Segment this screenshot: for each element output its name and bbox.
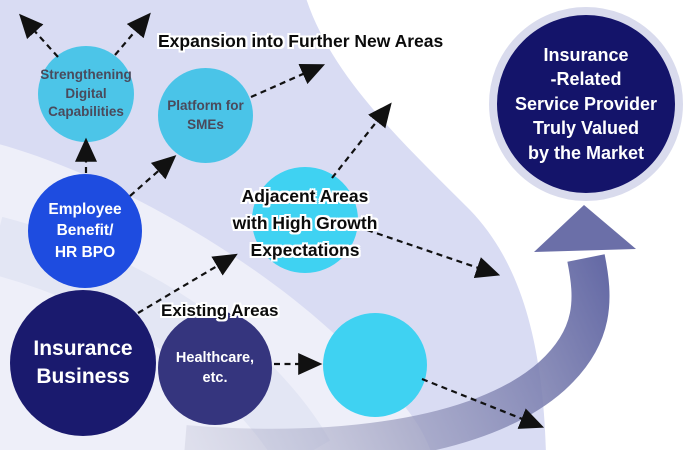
circle-adjacent-growth-area bbox=[252, 167, 358, 273]
circle-platform-smes: Platform for SMEs bbox=[158, 68, 253, 163]
expansion-title: Expansion into Further New Areas bbox=[158, 31, 444, 51]
circle-insurance-business: Insurance Business bbox=[10, 290, 156, 436]
curved-growth-arrow-head bbox=[534, 205, 636, 252]
circle-goal-insurance-related: Insurance -Related Service Provider Trul… bbox=[489, 7, 683, 201]
insurance-business-label: Insurance Business bbox=[33, 337, 133, 388]
employee-label: Employee Benefit/ HR BPO bbox=[48, 200, 122, 261]
goal-label: Insurance -Related Service Provider Trul… bbox=[514, 44, 658, 163]
platform-label: Platform for SMEs bbox=[167, 97, 244, 132]
circle-further-new-area bbox=[323, 313, 427, 417]
strengthening-label: Strengthening Digital Capabilities bbox=[40, 67, 132, 120]
existing-areas-label: Existing Areas bbox=[161, 301, 279, 320]
circle-strengthening-digital: Strengthening Digital Capabilities bbox=[38, 46, 134, 142]
adjacent-areas-label: Adjacent Areas with High Growth Expectat… bbox=[232, 186, 378, 261]
circle-healthcare: Healthcare, etc. bbox=[158, 311, 272, 425]
healthcare-label: Healthcare, etc. bbox=[175, 350, 255, 386]
circle-employee-benefit: Employee Benefit/ HR BPO bbox=[28, 174, 142, 288]
